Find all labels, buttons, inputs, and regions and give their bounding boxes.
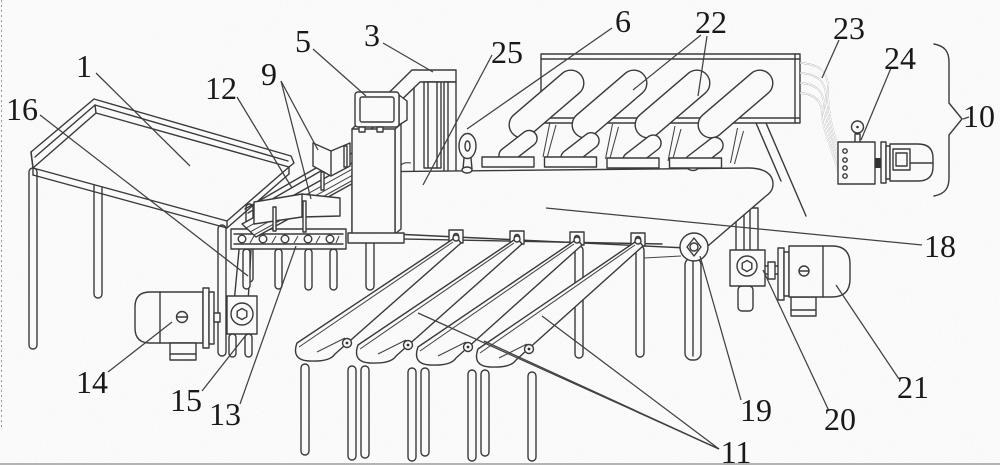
- scan-noise-overlay: [0, 0, 1000, 465]
